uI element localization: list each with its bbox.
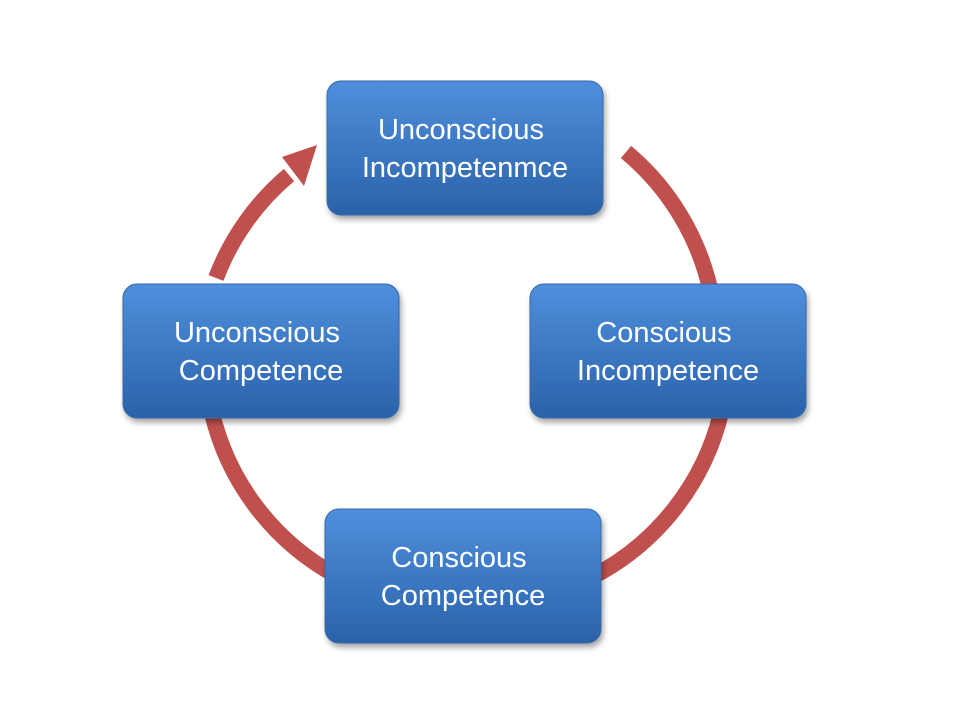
cycle-ring-segment xyxy=(204,411,339,583)
stage-label-line2: Competence xyxy=(381,580,545,612)
stage-label-line1: Unconscious xyxy=(174,317,340,349)
stage-box-background xyxy=(529,283,807,419)
stage-label-line1: Unconscious xyxy=(378,114,544,146)
arrowhead-icon xyxy=(282,145,317,186)
stage-box-unconscious-competence: Unconscious Competence xyxy=(122,283,400,419)
stage-label-line2: Competence xyxy=(179,355,343,387)
stage-label: Unconscious Competence xyxy=(174,317,348,387)
stage-label: Conscious Incompetence xyxy=(577,317,759,387)
stage-label-line2: Incompetence xyxy=(577,355,759,387)
stage-label: Unconscious Incompetenmce xyxy=(362,114,568,184)
stage-box-background xyxy=(326,80,604,216)
stage-box-unconscious-incompetence: Unconscious Incompetenmce xyxy=(326,80,604,216)
stage-label: Conscious Competence xyxy=(381,542,545,612)
cycle-ring-segment xyxy=(588,411,729,585)
stage-box-conscious-incompetence: Conscious Incompetence xyxy=(529,283,807,419)
cycle-arrow xyxy=(204,145,729,585)
stage-label-line1: Conscious xyxy=(391,542,526,574)
cycle-ring-segment xyxy=(620,145,719,295)
cycle-ring-segment xyxy=(208,168,295,281)
stage-box-background xyxy=(122,283,400,419)
stage-box-conscious-competence: Conscious Competence xyxy=(324,508,602,644)
stage-label-line2: Incompetenmce xyxy=(362,152,568,184)
stage-label-line1: Conscious xyxy=(596,317,731,349)
stage-box-background xyxy=(324,508,602,644)
